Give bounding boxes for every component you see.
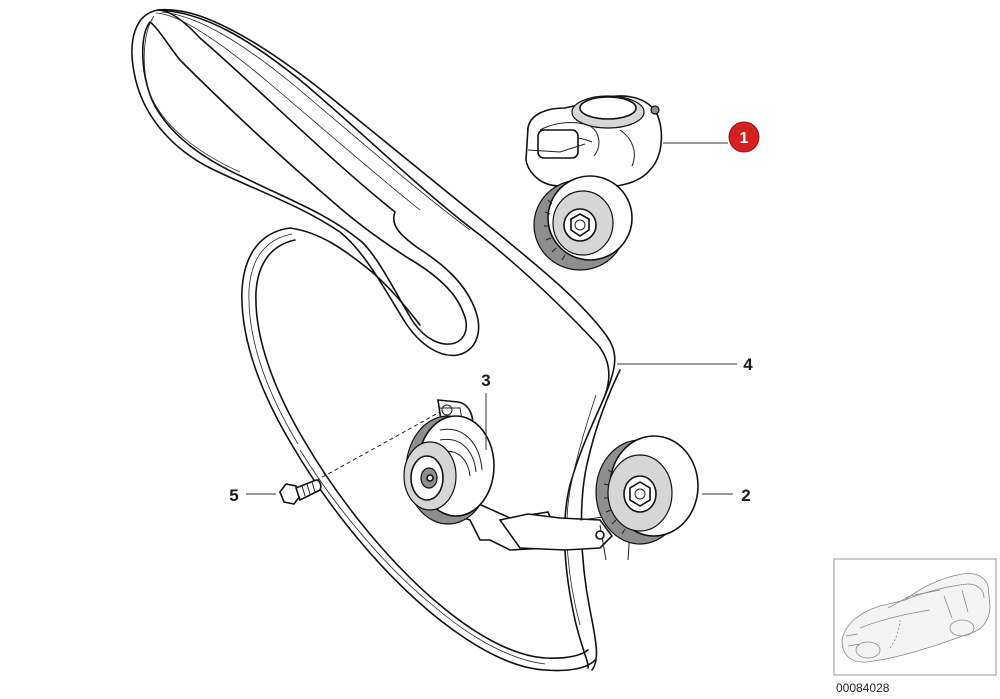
vehicle-thumbnail	[833, 558, 997, 676]
car-silhouette-icon	[841, 573, 991, 663]
callout-2-label[interactable]: 2	[741, 486, 750, 505]
idler-pulley-icon[interactable]	[595, 435, 699, 545]
callout-3-label[interactable]: 3	[481, 371, 490, 390]
callout-1-label: 1	[740, 130, 749, 147]
hex-bolt-icon[interactable]	[279, 479, 322, 505]
callout-5-label[interactable]: 5	[229, 486, 238, 505]
leader-lines	[246, 142, 737, 495]
ribbed-v-belt-icon[interactable]	[131, 8, 621, 672]
belt-tensioner-icon[interactable]	[525, 95, 663, 271]
callout-4-label[interactable]: 4	[743, 355, 753, 374]
reference-number: 00084028	[836, 681, 890, 695]
guide-pulley-bracket-icon[interactable]	[309, 399, 631, 561]
callout-1-badge[interactable]: 1	[728, 121, 760, 153]
